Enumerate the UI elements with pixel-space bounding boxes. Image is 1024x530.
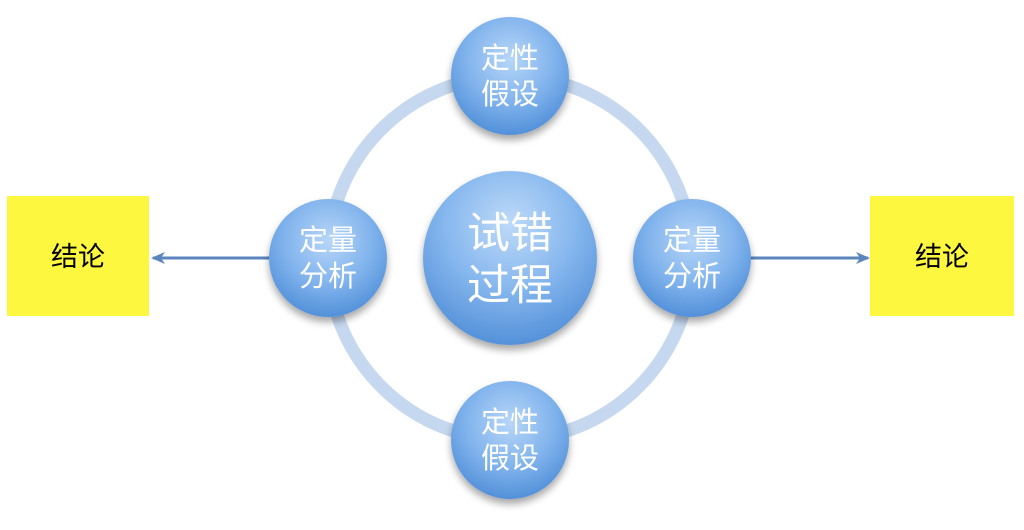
conclusion-label-left: 结论 (51, 242, 105, 273)
node-right: 定量 分析 (633, 199, 751, 317)
node-top-line2: 假设 (481, 77, 539, 111)
node-left: 定量 分析 (269, 199, 387, 317)
center-label-line2: 过程 (467, 261, 553, 311)
node-bottom-line1: 定性 (481, 405, 539, 439)
center-label-line1: 试错 (467, 209, 553, 259)
node-top-line1: 定性 (481, 41, 539, 75)
center-node: 试错 过程 (423, 171, 597, 345)
node-top: 定性 假设 (451, 17, 569, 135)
node-left-line1: 定量 (299, 223, 357, 257)
node-right-line1: 定量 (663, 223, 721, 257)
conclusion-box-left: 结论 (7, 196, 149, 316)
conclusion-label-right: 结论 (915, 242, 969, 273)
node-bottom-line2: 假设 (481, 441, 539, 475)
node-left-line2: 分析 (299, 259, 357, 293)
node-right-line2: 分析 (663, 259, 721, 293)
conclusion-box-right: 结论 (870, 196, 1014, 316)
node-bottom: 定性 假设 (451, 381, 569, 499)
